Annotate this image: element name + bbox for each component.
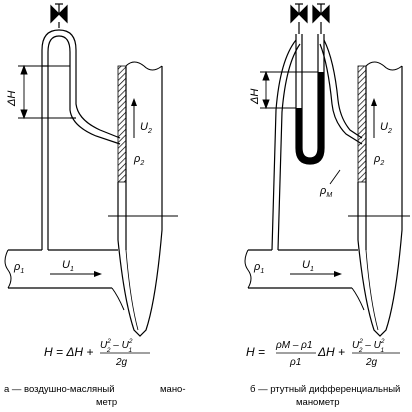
- inverted-u-tube: [41, 29, 121, 250]
- caption-b-line2: манометр: [296, 397, 339, 408]
- valve-icon: [290, 3, 308, 34]
- rho1-label: ρ1: [13, 261, 24, 275]
- horizontal-pipe: [244, 249, 365, 311]
- svg-text:H =: H =: [246, 345, 265, 359]
- delta-h-label: ΔH: [249, 89, 261, 105]
- connecting-tubes: [271, 39, 363, 251]
- horizontal-pipe: [4, 249, 125, 311]
- rho2-label: ρ2: [133, 153, 144, 167]
- delta-h-label: ΔH: [6, 91, 18, 107]
- valve-icon: [312, 3, 330, 34]
- u2-label: U2: [380, 121, 392, 135]
- rho2-label: ρ2: [373, 153, 384, 167]
- u1-label: U1: [62, 259, 74, 273]
- delta-h-dimension: [18, 64, 70, 120]
- rhom-label: ρM: [319, 185, 332, 199]
- svg-text:ΔH +: ΔH +: [317, 345, 345, 359]
- valve-icon: [50, 3, 68, 28]
- svg-text:ρ1: ρ1: [289, 357, 301, 368]
- svg-text:H = ΔH +: H = ΔH +: [44, 345, 93, 359]
- caption-a-line1b: мано-: [160, 384, 186, 395]
- caption-a-line2: метр: [96, 397, 117, 408]
- right-panel-mercury-manometer: ΔH U2 ρ2 ρM: [244, 3, 410, 408]
- u1-label: U1: [302, 259, 314, 273]
- caption-a-line1: а — воздушно-масляный: [4, 384, 115, 395]
- vertical-duct: [348, 61, 410, 337]
- caption-b-line1: б — ртутный дифференциальный: [250, 384, 400, 395]
- vertical-duct: [108, 61, 178, 337]
- left-panel-air-oil-manometer: ΔH U2 ρ2 ρ1 U1: [4, 3, 186, 408]
- svg-text:2g: 2g: [365, 357, 378, 368]
- svg-text:ρM – ρ1: ρM – ρ1: [275, 340, 312, 351]
- rho1-label: ρ1: [253, 261, 264, 275]
- u-tube-mercury: [295, 34, 325, 165]
- svg-text:U22 – U21: U22 – U21: [352, 338, 385, 354]
- svg-text:U22 – U21: U22 – U21: [100, 338, 133, 354]
- svg-text:2g: 2g: [115, 357, 128, 368]
- u2-label: U2: [140, 121, 152, 135]
- delta-h-dimension: [260, 70, 318, 110]
